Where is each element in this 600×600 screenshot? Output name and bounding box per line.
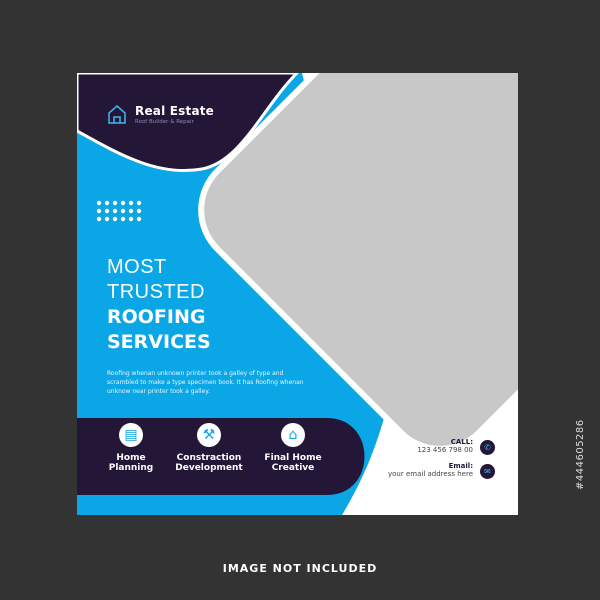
card-background-shapes bbox=[77, 73, 518, 515]
service-label: Home bbox=[116, 453, 146, 463]
brand-name: Real Estate bbox=[135, 104, 215, 118]
call-label: CALL: bbox=[450, 438, 473, 446]
house-icon bbox=[108, 105, 126, 124]
image-not-included-note: IMAGE NOT INCLUDED bbox=[222, 562, 378, 575]
service-label: Creative bbox=[271, 463, 315, 473]
construction-icon: ⚒ bbox=[197, 423, 221, 447]
social-post-card: Real Estate Roof Builder & Repair MOST T… bbox=[77, 73, 518, 515]
dot-grid bbox=[96, 200, 142, 222]
phone-number: 123 456 798 00 bbox=[417, 446, 473, 454]
contact-email: Email: your email address here bbox=[388, 462, 473, 478]
envelope-icon: ✉ bbox=[480, 464, 495, 479]
service-label: Development bbox=[175, 463, 243, 473]
home-icon: ⌂ bbox=[281, 423, 305, 447]
service-label: Final Home bbox=[264, 453, 322, 463]
headline-line-4: SERVICES bbox=[107, 331, 211, 353]
headline-line-3: ROOFING bbox=[107, 306, 206, 328]
phone-icon: ✆ bbox=[480, 440, 495, 455]
email-address: your email address here bbox=[388, 470, 473, 478]
description: Roofing whenan unknown printer took a ga… bbox=[107, 370, 304, 395]
header-shape bbox=[77, 73, 300, 172]
headline-line-1: MOST bbox=[107, 256, 167, 278]
stock-id: #444605286 bbox=[575, 419, 586, 490]
brand-tagline: Roof Builder & Repair bbox=[135, 119, 194, 125]
blueprint-icon: ▤ bbox=[119, 423, 143, 447]
email-label: Email: bbox=[448, 462, 473, 470]
headline-line-2: TRUSTED bbox=[107, 281, 205, 303]
contact-call: CALL: 123 456 798 00 bbox=[417, 438, 473, 454]
service-label: Constraction bbox=[176, 453, 242, 463]
image-placeholder bbox=[198, 73, 518, 452]
service-label: Planning bbox=[108, 463, 154, 473]
